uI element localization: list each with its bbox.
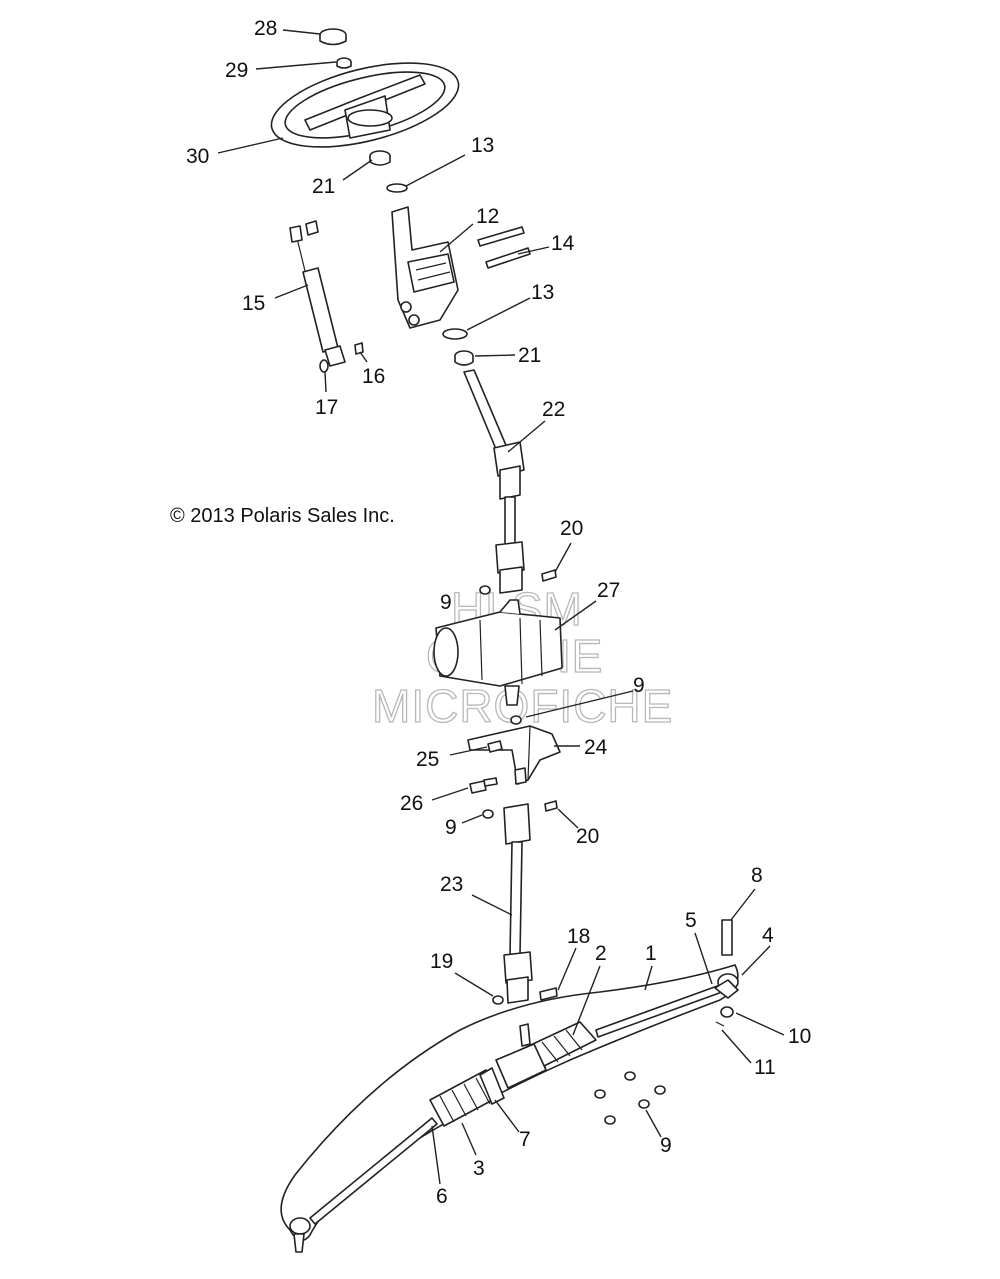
callout-2: 2: [595, 942, 607, 965]
callout-30: 30: [186, 145, 209, 168]
mounting-nuts-9: [594, 1071, 666, 1125]
tie-rod-end-left: [289, 1217, 311, 1253]
callout-29: 29: [225, 59, 248, 82]
cotter-pin-11: [715, 1021, 725, 1027]
callout-21-top: 21: [312, 175, 335, 198]
callout-9-lower: 9: [445, 816, 457, 839]
lower-shaft-23: [503, 803, 533, 1004]
callout-13-top: 13: [471, 134, 494, 157]
bolts-26: [469, 767, 527, 794]
washer-13-top: [386, 183, 408, 193]
callout-7: 7: [519, 1128, 531, 1151]
nut-19: [492, 995, 504, 1005]
callout-21-lower: 21: [518, 344, 541, 367]
callout-1: 1: [645, 942, 657, 965]
steering-shaft-22: [463, 369, 525, 594]
callout-4: 4: [762, 924, 774, 947]
callout-18: 18: [567, 925, 590, 948]
clamp-7: [479, 1067, 505, 1105]
callout-9-mid: 9: [633, 674, 645, 697]
gas-strut-15: [289, 220, 364, 373]
tie-rod-end-right-4: [714, 973, 739, 999]
callout-8: 8: [751, 864, 763, 887]
steering-wheel: [270, 62, 460, 148]
callout-27: 27: [597, 579, 620, 602]
tilt-bracket-12: [391, 206, 459, 329]
rack-tube-2: [495, 1021, 597, 1089]
callout-12: 12: [476, 205, 499, 228]
callout-6: 6: [436, 1185, 448, 1208]
bolt-20-lower: [544, 800, 558, 812]
bolt-18: [539, 987, 558, 1001]
callout-22: 22: [542, 398, 565, 421]
callout-14: 14: [551, 232, 575, 255]
callout-16: 16: [362, 365, 385, 388]
mount-bracket-24: [467, 725, 561, 785]
callout-24: 24: [584, 736, 608, 759]
bolts-14: [477, 226, 531, 269]
callout-9-rack: 9: [660, 1134, 672, 1157]
callout-26: 26: [400, 792, 423, 815]
callout-20-lower: 20: [576, 825, 599, 848]
callout-9-upper: 9: [440, 591, 452, 614]
callout-23: 23: [440, 873, 463, 896]
nut-29: [336, 57, 352, 69]
bolt-25: [487, 740, 503, 753]
washer-13-lower: [442, 328, 468, 340]
power-steering-unit-27: [433, 599, 563, 706]
callout-19: 19: [430, 950, 453, 973]
watermark-line-3: MICROFICHE: [372, 680, 673, 732]
bolt-8: [721, 919, 733, 956]
callout-5: 5: [685, 909, 697, 932]
nut-9-upper: [479, 585, 491, 595]
callout-labels: 28 29 30 21 13 12 14 13 21 15 16 17 22 2…: [186, 17, 811, 1208]
callout-15: 15: [242, 292, 265, 315]
bolt-20-upper: [541, 569, 557, 582]
callout-17: 17: [315, 396, 338, 419]
callout-11: 11: [754, 1056, 776, 1079]
callout-25: 25: [416, 748, 439, 771]
callout-10: 10: [788, 1025, 811, 1048]
callout-28: 28: [254, 17, 277, 40]
nut-9-lower: [482, 809, 494, 819]
bushing-21-lower: [454, 350, 474, 366]
tie-rod-left-6: [309, 1117, 438, 1225]
nut-9-mid: [510, 715, 522, 725]
callout-3: 3: [473, 1157, 485, 1180]
leader-lines: [217, 29, 785, 1185]
tie-rod-right-5: [595, 984, 723, 1038]
callout-20-upper: 20: [560, 517, 583, 540]
callout-13-lower: 13: [531, 281, 554, 304]
nut-10: [720, 1006, 734, 1018]
horn-cap-28: [319, 28, 347, 46]
copyright-text: © 2013 Polaris Sales Inc.: [170, 505, 395, 527]
bushing-21-top: [369, 150, 391, 166]
